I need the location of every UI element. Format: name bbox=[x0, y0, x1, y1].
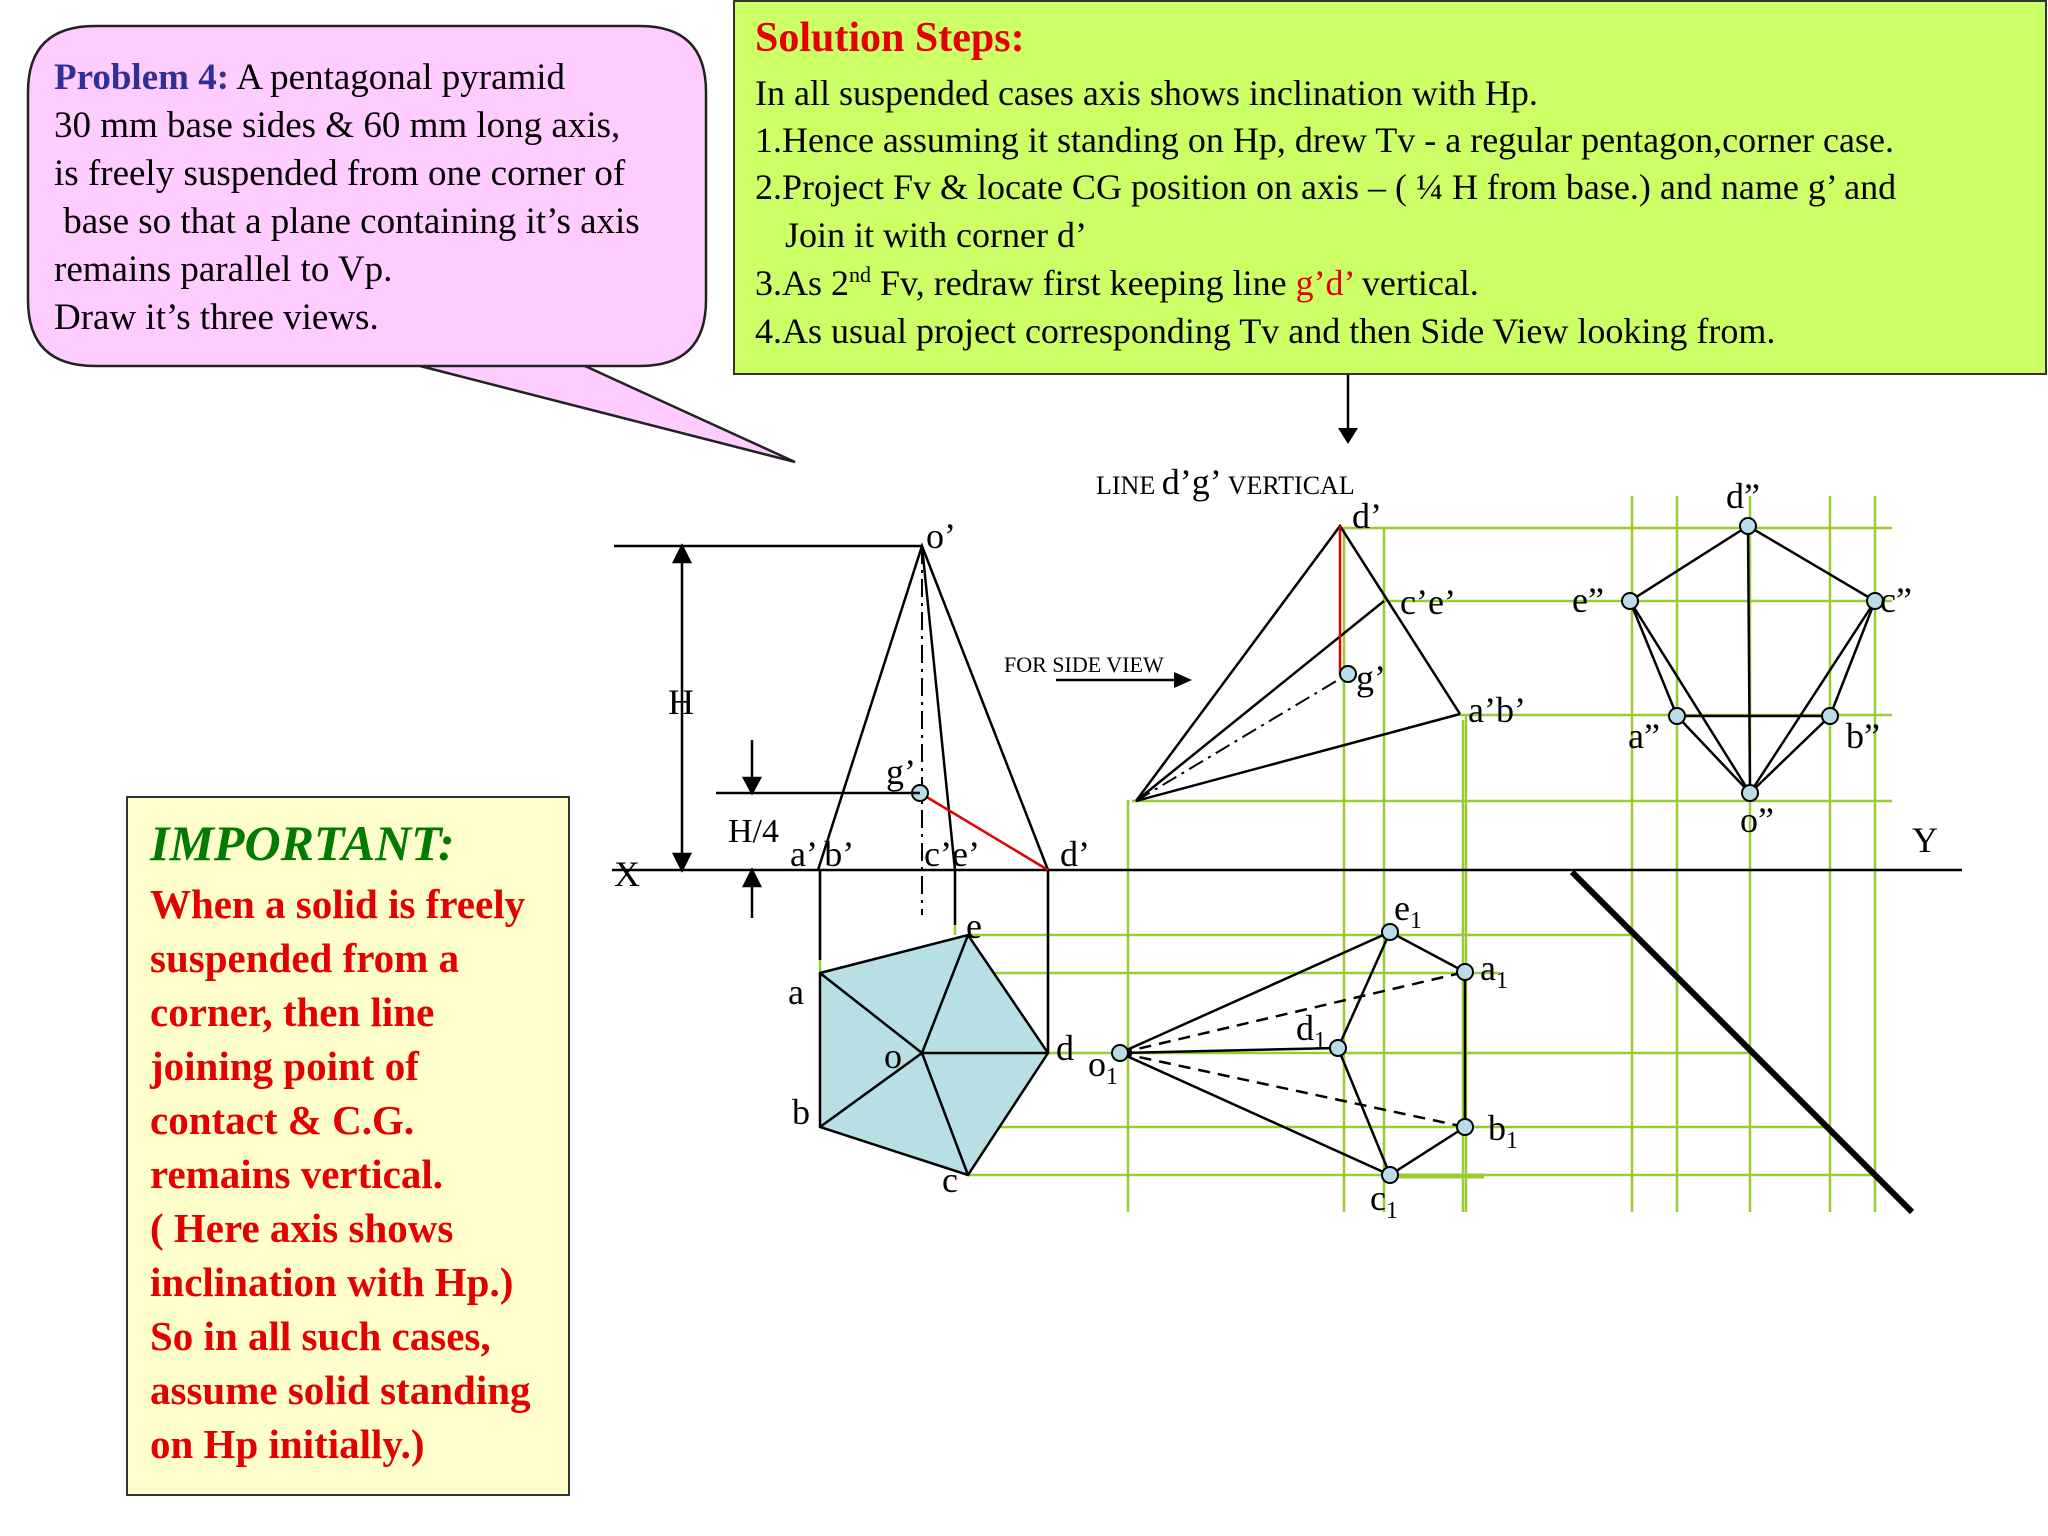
tv1-c-label: c bbox=[942, 1160, 958, 1200]
fv1-g-label: g’ bbox=[886, 752, 916, 792]
solution-line-1: In all suspended cases axis shows inclin… bbox=[755, 73, 1538, 113]
side-view bbox=[1628, 524, 1877, 794]
sv-e-label: e” bbox=[1572, 580, 1604, 620]
problem-line-3: base so that a plane containing it’s axi… bbox=[54, 201, 640, 242]
sv-c-label: c” bbox=[1880, 580, 1912, 620]
tv2-a-label: a1 bbox=[1480, 948, 1508, 994]
problem-line-0: A pentagonal pyramid bbox=[229, 57, 566, 98]
line-dg-vertical-label: LINE d’g’ VERTICAL bbox=[1096, 462, 1355, 502]
solution-line-5-pre: 3.As 2 bbox=[755, 263, 850, 303]
fv2-ce-label: c’e’ bbox=[1400, 582, 1456, 622]
solution-line-5-post: vertical. bbox=[1352, 263, 1479, 303]
problem-line-2: is freely suspended from one corner of bbox=[54, 153, 626, 194]
solution-line-4: Join it with corner d’ bbox=[785, 215, 1087, 255]
important-line-3: corner, then line bbox=[150, 989, 435, 1035]
tv1-a-label: a bbox=[788, 972, 804, 1012]
solution-line-2: 1.Hence assuming it standing on Hp, drew… bbox=[755, 120, 1894, 160]
solution-line-5-mid: Fv, redraw first keeping line bbox=[871, 263, 1296, 303]
tv2-c-label: c1 bbox=[1370, 1178, 1398, 1224]
solution-steps-box: Solution Steps: In all suspended cases a… bbox=[733, 0, 2047, 375]
fv2-axis bbox=[1135, 673, 1349, 802]
important-line-4: joining point of bbox=[150, 1043, 419, 1089]
important-line-8: inclination with Hp.) bbox=[150, 1259, 514, 1305]
problem-line-4: remains parallel to Vp. bbox=[54, 249, 393, 290]
solution-line-5-sup: nd bbox=[849, 262, 872, 287]
h-dimension bbox=[614, 543, 922, 918]
important-line-7: ( Here axis shows bbox=[150, 1205, 454, 1251]
problem-callout-bubble bbox=[26, 24, 796, 464]
sv-points bbox=[1621, 517, 1884, 802]
problem-line-5: Draw it’s three views. bbox=[54, 297, 379, 338]
solution-title: Solution Steps: bbox=[755, 15, 1025, 61]
tv1-e-label: e bbox=[966, 906, 982, 946]
y-label: Y bbox=[1912, 820, 1938, 860]
tv2-e-label: e1 bbox=[1394, 888, 1422, 934]
fv1-ab-label: a’ b’ bbox=[790, 834, 854, 874]
problem-statement: Problem 4: A pentagonal pyramid 30 mm ba… bbox=[54, 54, 714, 342]
tv1-pentagon bbox=[818, 933, 1050, 1177]
second-front-view bbox=[1134, 523, 1462, 803]
solution-line-6: 4.As usual project corresponding Tv and … bbox=[755, 311, 1776, 351]
important-line-1: When a solid is freely bbox=[150, 881, 526, 927]
sv-o-label: o” bbox=[1740, 800, 1774, 840]
sv-b-label: b” bbox=[1846, 716, 1880, 756]
fv1-gd-line bbox=[919, 791, 1049, 872]
h4-label: H/4 bbox=[728, 813, 779, 850]
tv2-d-label: d1 bbox=[1296, 1008, 1326, 1054]
problem-line-1: 30 mm base sides & 60 mm long axis, bbox=[54, 105, 621, 146]
tv1-d-label: d bbox=[1056, 1028, 1074, 1068]
miter-line bbox=[1569, 869, 1915, 1215]
problem-first-line: Problem 4: A pentagonal pyramid bbox=[54, 54, 714, 102]
important-line-2: suspended from a bbox=[150, 935, 460, 981]
side-view-arrow-head bbox=[1174, 672, 1192, 688]
fv2-ab-label: a’b’ bbox=[1468, 690, 1526, 730]
important-line-9: So in all such cases, bbox=[150, 1313, 491, 1359]
important-line-10: assume solid standing bbox=[150, 1367, 531, 1413]
important-line-6: remains vertical. bbox=[150, 1151, 443, 1197]
h-label: H bbox=[668, 682, 694, 722]
fv1-ce-label: c’e’ bbox=[924, 834, 980, 874]
solution-line-5: 3.As 2nd Fv, redraw first keeping line g… bbox=[755, 262, 1479, 304]
fv2-g-point bbox=[1339, 665, 1357, 683]
tv1-edges bbox=[819, 934, 1048, 1176]
solution-line-3: 2.Project Fv & locate CG position on axi… bbox=[755, 167, 1897, 207]
important-box: IMPORTANT: When a solid is freely suspen… bbox=[126, 796, 570, 1496]
problem-label: Problem 4: bbox=[54, 57, 230, 98]
x-label: X bbox=[614, 854, 640, 894]
tv2-points bbox=[1111, 923, 1474, 1184]
tv2-b-label: b1 bbox=[1488, 1108, 1518, 1154]
important-line-11: on Hp initially.) bbox=[150, 1421, 425, 1467]
sv-d-label: d” bbox=[1726, 476, 1760, 516]
fv2-g-label: g’ bbox=[1356, 658, 1386, 698]
important-line-5: contact & C.G. bbox=[150, 1097, 415, 1143]
for-side-view-label: FOR SIDE VIEW bbox=[1004, 652, 1164, 677]
tv1-o-label: o bbox=[884, 1036, 902, 1076]
fv1-o-label: o’ bbox=[926, 516, 956, 556]
tv1-b-label: b bbox=[792, 1092, 810, 1132]
tv2-o-label: o1 bbox=[1088, 1044, 1118, 1090]
sv-a-label: a” bbox=[1628, 716, 1660, 756]
fv2-d-label: d’ bbox=[1352, 496, 1382, 536]
solution-arrow-head bbox=[1338, 428, 1358, 444]
second-top-view bbox=[1119, 930, 1467, 1177]
solution-line-5-red: g’d’ bbox=[1295, 263, 1353, 303]
fv1-d-label: d’ bbox=[1060, 834, 1090, 874]
important-title: IMPORTANT: bbox=[150, 815, 455, 871]
